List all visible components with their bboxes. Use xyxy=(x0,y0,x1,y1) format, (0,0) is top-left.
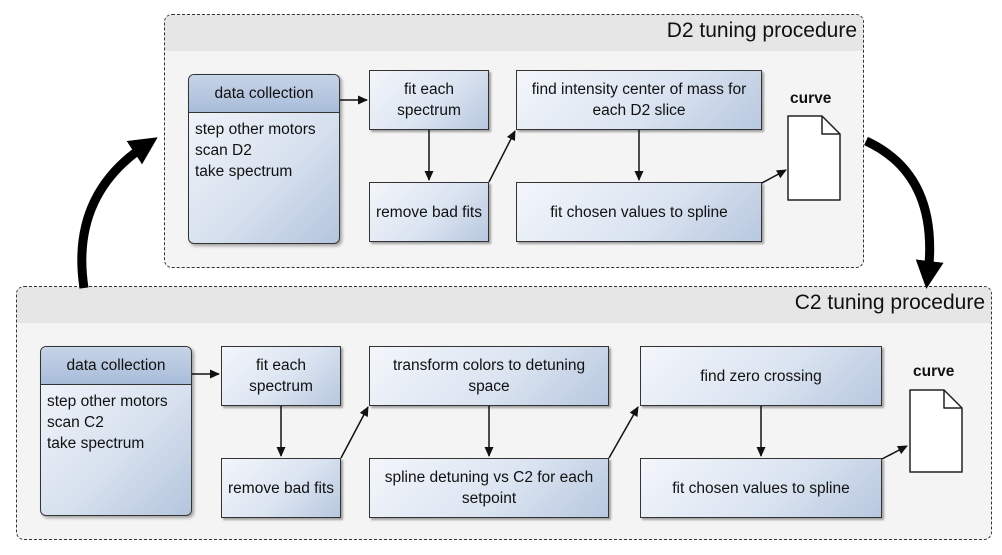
d2-fit-spline-box: fit chosen values to spline xyxy=(516,182,762,242)
d2-curve-label: curve xyxy=(790,90,832,107)
c2-data-collection-line: step other motors xyxy=(47,393,168,410)
c2-arrow-remove-to-transform xyxy=(340,406,369,459)
c2-panel-title: C2 tuning procedure xyxy=(794,291,985,314)
d2-arrow-spline-to-curve xyxy=(761,169,787,184)
cycle-arrow-d2-to-c2 xyxy=(864,136,944,289)
c2-data-collection-line: scan C2 xyxy=(47,414,104,431)
c2-data-collection-box: data collection step other motors scan C… xyxy=(40,346,192,516)
c2-fit-each-spectrum-box: fit each spectrum xyxy=(221,346,341,406)
d2-curve-file-icon xyxy=(787,115,841,201)
d2-data-collection-header: data collection xyxy=(189,75,339,113)
c2-data-collection-line: take spectrum xyxy=(47,435,145,452)
d2-remove-bad-fits-box: remove bad fits xyxy=(369,182,489,242)
d2-data-collection-line: step other motors xyxy=(195,121,316,138)
c2-panel-header: C2 tuning procedure xyxy=(17,287,991,323)
c2-fit-spline-box: fit chosen values to spline xyxy=(640,458,882,518)
d2-panel-title: D2 tuning procedure xyxy=(666,19,857,42)
d2-data-collection-line: take spectrum xyxy=(195,163,293,180)
cycle-arrow-c2-to-d2 xyxy=(77,137,158,289)
c2-spline-detuning-box: spline detuning vs C2 for each setpoint xyxy=(369,458,609,518)
c2-data-collection-header: data collection xyxy=(41,347,191,385)
c2-transform-colors-box: transform colors to detuning space xyxy=(369,346,609,406)
d2-find-center-box: find intensity center of mass for each D… xyxy=(516,70,762,130)
c2-remove-bad-fits-box: remove bad fits xyxy=(221,458,341,518)
c2-find-zero-crossing-box: find zero crossing xyxy=(640,346,882,406)
d2-data-collection-line: scan D2 xyxy=(195,142,252,159)
d2-arrow-remove-to-center xyxy=(488,130,516,183)
d2-panel-header: D2 tuning procedure xyxy=(165,15,863,51)
c2-arrow-fit-to-curve xyxy=(881,445,908,460)
d2-fit-each-spectrum-box: fit each spectrum xyxy=(369,70,489,130)
c2-arrow-spline-to-zero xyxy=(608,406,639,459)
d2-data-collection-box: data collection step other motors scan D… xyxy=(188,74,340,244)
c2-curve-label: curve xyxy=(913,363,955,380)
c2-curve-file-icon xyxy=(909,389,963,473)
